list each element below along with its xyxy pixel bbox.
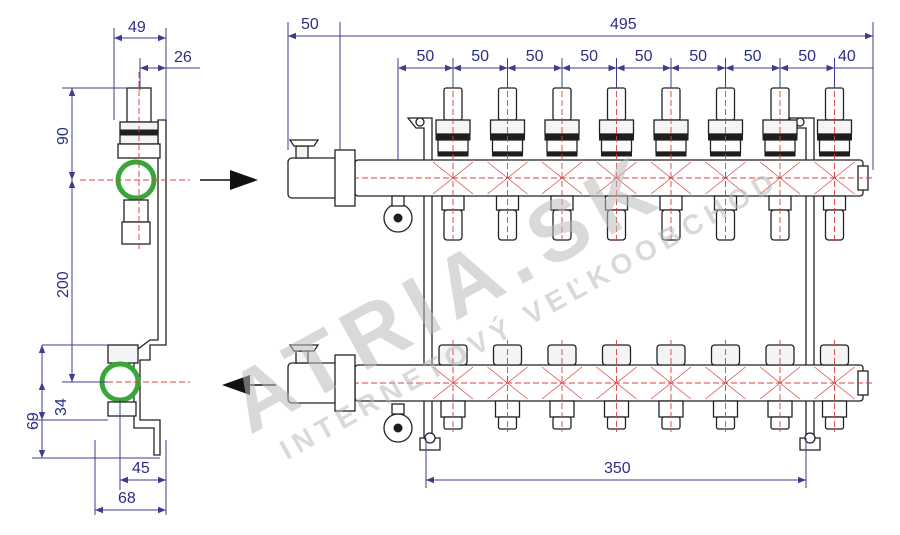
dim-90: 90: [55, 127, 72, 145]
outlet-8: [814, 82, 855, 432]
dim-200: 200: [55, 271, 72, 298]
dim-68: 68: [118, 490, 136, 507]
front-dimensions: 495 50 50 50 50 50 50 50 50 50 40 350: [287, 16, 874, 488]
dim-pitch-2: 50: [471, 48, 489, 65]
dim-45: 45: [132, 460, 150, 477]
dim-49: 49: [128, 19, 146, 36]
dim-pitch-8: 50: [798, 48, 816, 65]
return-arrow-icon: [222, 375, 250, 395]
front-view: [287, 82, 875, 451]
dim-350: 350: [604, 460, 631, 477]
outlet-6: [705, 82, 746, 432]
dim-pitch-6: 50: [689, 48, 707, 65]
dim-495: 495: [610, 16, 637, 33]
side-dimensions: 49 26 90 200 34 69 45 68: [25, 19, 200, 515]
outlet-3: [541, 82, 583, 432]
side-bracket-plate: [133, 119, 167, 456]
outlet-2: [487, 82, 528, 432]
flow-arrows: [200, 170, 276, 395]
dim-pitch-5: 50: [635, 48, 653, 65]
dim-69: 69: [25, 412, 42, 430]
dim-end-40: 40: [838, 48, 856, 65]
side-view: [80, 72, 190, 456]
outlet-group: [432, 82, 855, 432]
dim-pitch-4: 50: [580, 48, 598, 65]
dim-valve-offset: 50: [301, 16, 319, 33]
outlet-1: [432, 82, 474, 432]
dim-pitch-1: 50: [417, 48, 435, 65]
side-bottom-cap: [107, 344, 139, 364]
outlet-7: [759, 82, 801, 432]
dim-pitch-3: 50: [526, 48, 544, 65]
supply-arrow-icon: [230, 170, 258, 190]
dim-34: 34: [53, 398, 70, 416]
dim-26: 26: [174, 49, 192, 66]
outlet-5: [650, 82, 692, 432]
dim-pitch-7: 50: [744, 48, 762, 65]
